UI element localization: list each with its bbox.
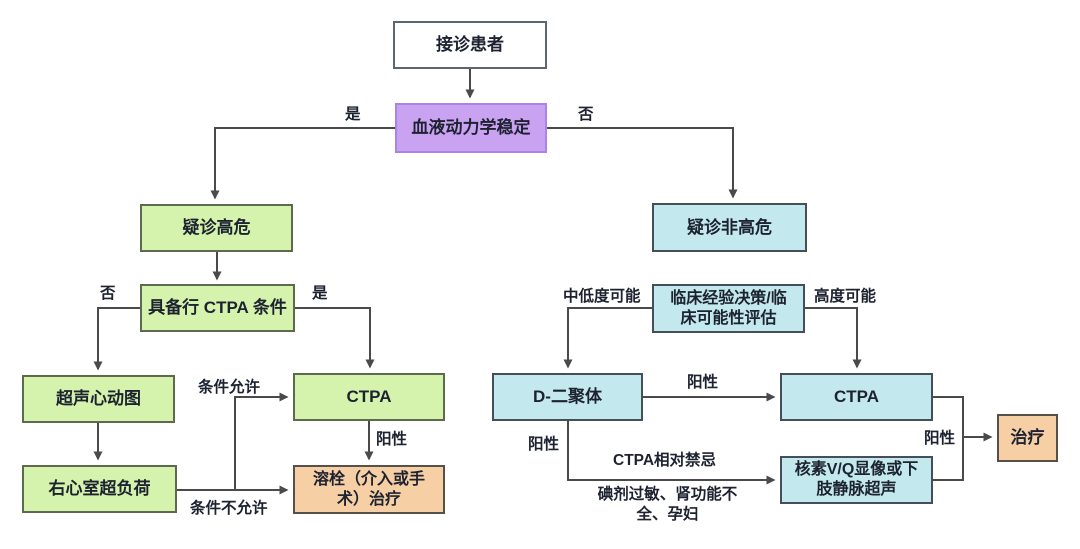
edge-label-yes-ctpa-condition: 是 <box>312 285 328 302</box>
node-d-dimer-label: D-二聚体 <box>533 387 602 407</box>
edge-label-positive-ddimer-right: 阳性 <box>687 374 719 391</box>
node-echocardiogram: 超声心动图 <box>22 375 175 423</box>
edge-clinical-midlow-to-ddimer <box>563 307 652 369</box>
node-treatment-label: 治疗 <box>1010 428 1045 448</box>
node-ctpa-left-label: CTPA <box>346 387 392 407</box>
node-ctpa-right-label: CTPA <box>833 387 879 407</box>
node-treatment: 治疗 <box>997 414 1058 462</box>
edge-label-positive-ctpa-left: 阳性 <box>376 431 408 448</box>
edge-label-positive-to-treatment: 阳性 <box>924 430 956 447</box>
node-rv-overload-label: 右心室超负荷 <box>48 479 151 499</box>
edge-vq-scan-to-treatment-merge <box>933 438 964 481</box>
edge-clinical-high-to-ctpa-right <box>805 307 862 369</box>
edge-label-condition-allow: 条件允许 <box>198 379 261 396</box>
node-hemodynamic-stability: 血液动力学稳定 <box>395 103 547 153</box>
node-start-label: 接诊患者 <box>436 35 504 55</box>
edge-ctpa-right-positive-to-treatment <box>933 396 993 442</box>
node-suspect-high-risk-label: 疑诊高危 <box>182 218 251 238</box>
node-ctpa-condition-label: 具备行 CTPA 条件 <box>148 298 287 318</box>
node-hemodynamic-stability-label: 血液动力学稳定 <box>411 118 531 138</box>
edge-label-no-right: 否 <box>578 106 594 123</box>
edge-ctpa-condition-no-to-echo <box>93 307 140 371</box>
node-suspect-high-risk: 疑诊高危 <box>140 204 293 252</box>
edge-ctpa-condition-yes-to-ctpa-left <box>295 307 375 369</box>
edge-label-midlow-probability: 中低度可能 <box>563 288 641 305</box>
node-ctpa-left: CTPA <box>293 373 445 421</box>
edge-label-no-ctpa-condition: 否 <box>100 285 116 302</box>
edge-hemodynamic-no-to-suspect-nonhigh <box>547 127 738 199</box>
edge-label-high-probability: 高度可能 <box>814 288 877 305</box>
edge-condition-allow-to-ctpa-left <box>234 392 289 490</box>
edge-label-contraindication-detail: 碘剂过敏、肾功能不 全、孕妇 <box>597 486 738 524</box>
node-d-dimer: D-二聚体 <box>492 373 643 421</box>
edge-label-condition-not-allow: 条件不允许 <box>190 500 268 517</box>
node-thrombolysis-treatment-label: 溶栓（介入或手 术）治疗 <box>312 470 425 508</box>
node-start: 接诊患者 <box>393 21 547 69</box>
node-thrombolysis-treatment: 溶栓（介入或手 术）治疗 <box>293 465 445 514</box>
node-suspect-nonhigh-risk-label: 疑诊非高危 <box>687 217 772 237</box>
node-vq-scan-label: 核素V/Q显像或下 肢静脉超声 <box>794 461 919 498</box>
node-clinical-evaluation-label: 临床经验决策/临 床可能性评估 <box>670 289 787 327</box>
node-clinical-evaluation: 临床经验决策/临 床可能性评估 <box>652 284 805 333</box>
node-suspect-nonhigh-risk: 疑诊非高危 <box>652 203 807 252</box>
edge-label-yes-left: 是 <box>345 106 361 123</box>
edge-ddimer-positive-to-vq-scan <box>567 421 776 485</box>
edge-label-ctpa-contraindicated: CTPA相对禁忌 <box>613 452 717 469</box>
node-ctpa-right: CTPA <box>780 373 933 421</box>
edge-label-positive-ddimer-down: 阳性 <box>528 436 560 453</box>
node-rv-overload: 右心室超负荷 <box>22 465 177 513</box>
node-echocardiogram-label: 超声心动图 <box>56 389 141 409</box>
edge-hemodynamic-yes-to-suspect-high <box>210 127 395 200</box>
node-vq-scan: 核素V/Q显像或下 肢静脉超声 <box>780 456 933 504</box>
node-ctpa-condition: 具备行 CTPA 条件 <box>140 284 295 332</box>
